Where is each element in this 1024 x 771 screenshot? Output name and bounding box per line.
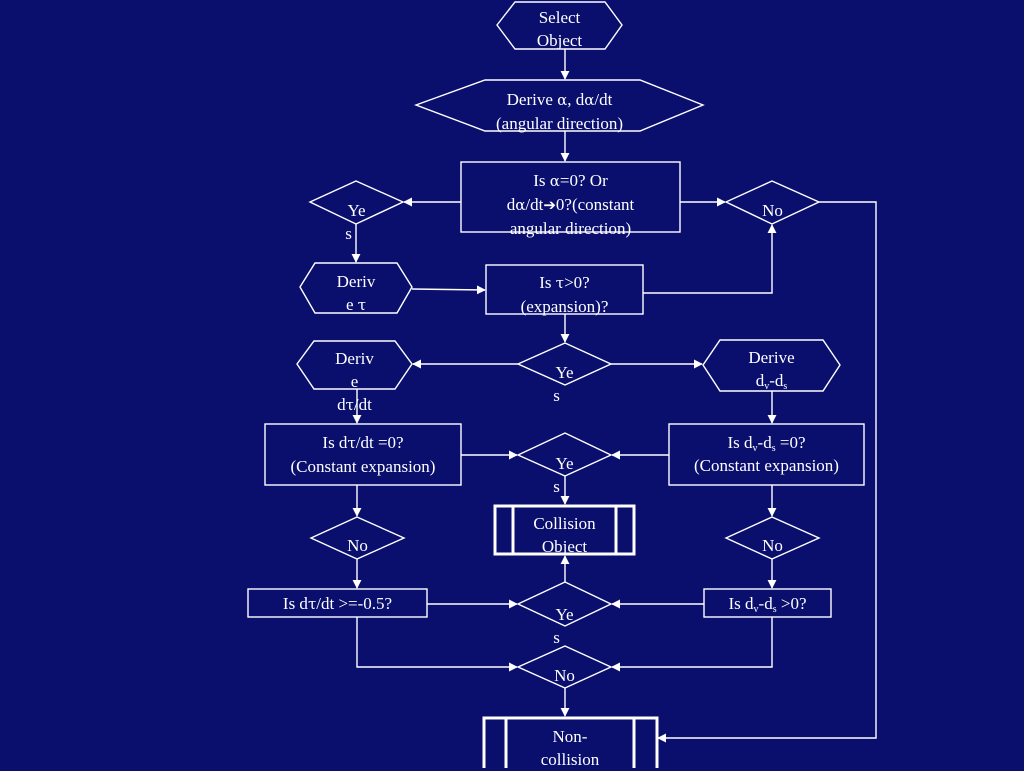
non-collision-box <box>482 716 659 768</box>
is-alpha-zero-label: Is α=0? Or dα/dt➔0?(constant angular dir… <box>506 171 635 238</box>
yes-4-diamond <box>516 581 613 627</box>
derive-alpha-label: Derive α, dα/dt (angular direction) <box>496 90 623 133</box>
yes-2-label: Ye s <box>553 363 574 405</box>
no-bottom-label: No <box>554 666 575 685</box>
no-bottom-diamond <box>516 645 613 689</box>
is-tau-pos-label: Is τ>0? (expansion)? <box>520 273 609 316</box>
is-dvds-pos-label: Is dv-ds >0? <box>728 594 807 615</box>
is-dtau-ge-box <box>247 588 428 618</box>
derive-dvds-label: Derive dv-ds <box>748 348 795 392</box>
no-1-label: No <box>762 201 783 220</box>
derive-dtau-label: Deriv e dτ/dt <box>335 349 374 414</box>
is-dvds-zero-label: Is dv-ds =0? (Constant expansion) <box>694 433 839 475</box>
is-dvds-pos-box <box>703 588 832 618</box>
collision-object-label: Collision Object <box>533 514 596 556</box>
no-right-diamond <box>724 516 821 560</box>
right-arrow-icon: ➔ <box>543 196 556 214</box>
is-dtau-ge-label: Is dτ/dt >=-0.5? <box>282 594 393 613</box>
non-collision-label: Non- collision <box>540 727 600 769</box>
yes-4-label: Ye s <box>553 605 574 647</box>
yes-1-diamond <box>308 180 405 225</box>
derive-tau-shape <box>299 262 413 314</box>
yes-3-label: Ye s <box>553 454 574 496</box>
no-left-label: No <box>347 536 368 555</box>
derive-dvds-shape <box>702 339 841 392</box>
select-object-shape <box>496 1 623 50</box>
is-alpha-zero-box <box>460 161 681 233</box>
collision-object-box <box>493 504 636 556</box>
yes-1-label: Ye s <box>345 201 366 243</box>
derive-alpha-shape <box>413 79 705 132</box>
derive-dtau-shape <box>296 340 413 390</box>
select-object-label: Select Object <box>536 8 583 50</box>
yes-3-diamond <box>516 432 613 477</box>
no-left-diamond <box>309 516 406 560</box>
is-dtau-zero-label: Is dτ/dt =0? (Constant expansion) <box>290 433 436 476</box>
derive-tau-label: Deriv e τ <box>336 272 376 314</box>
no-right-label: No <box>762 536 783 555</box>
